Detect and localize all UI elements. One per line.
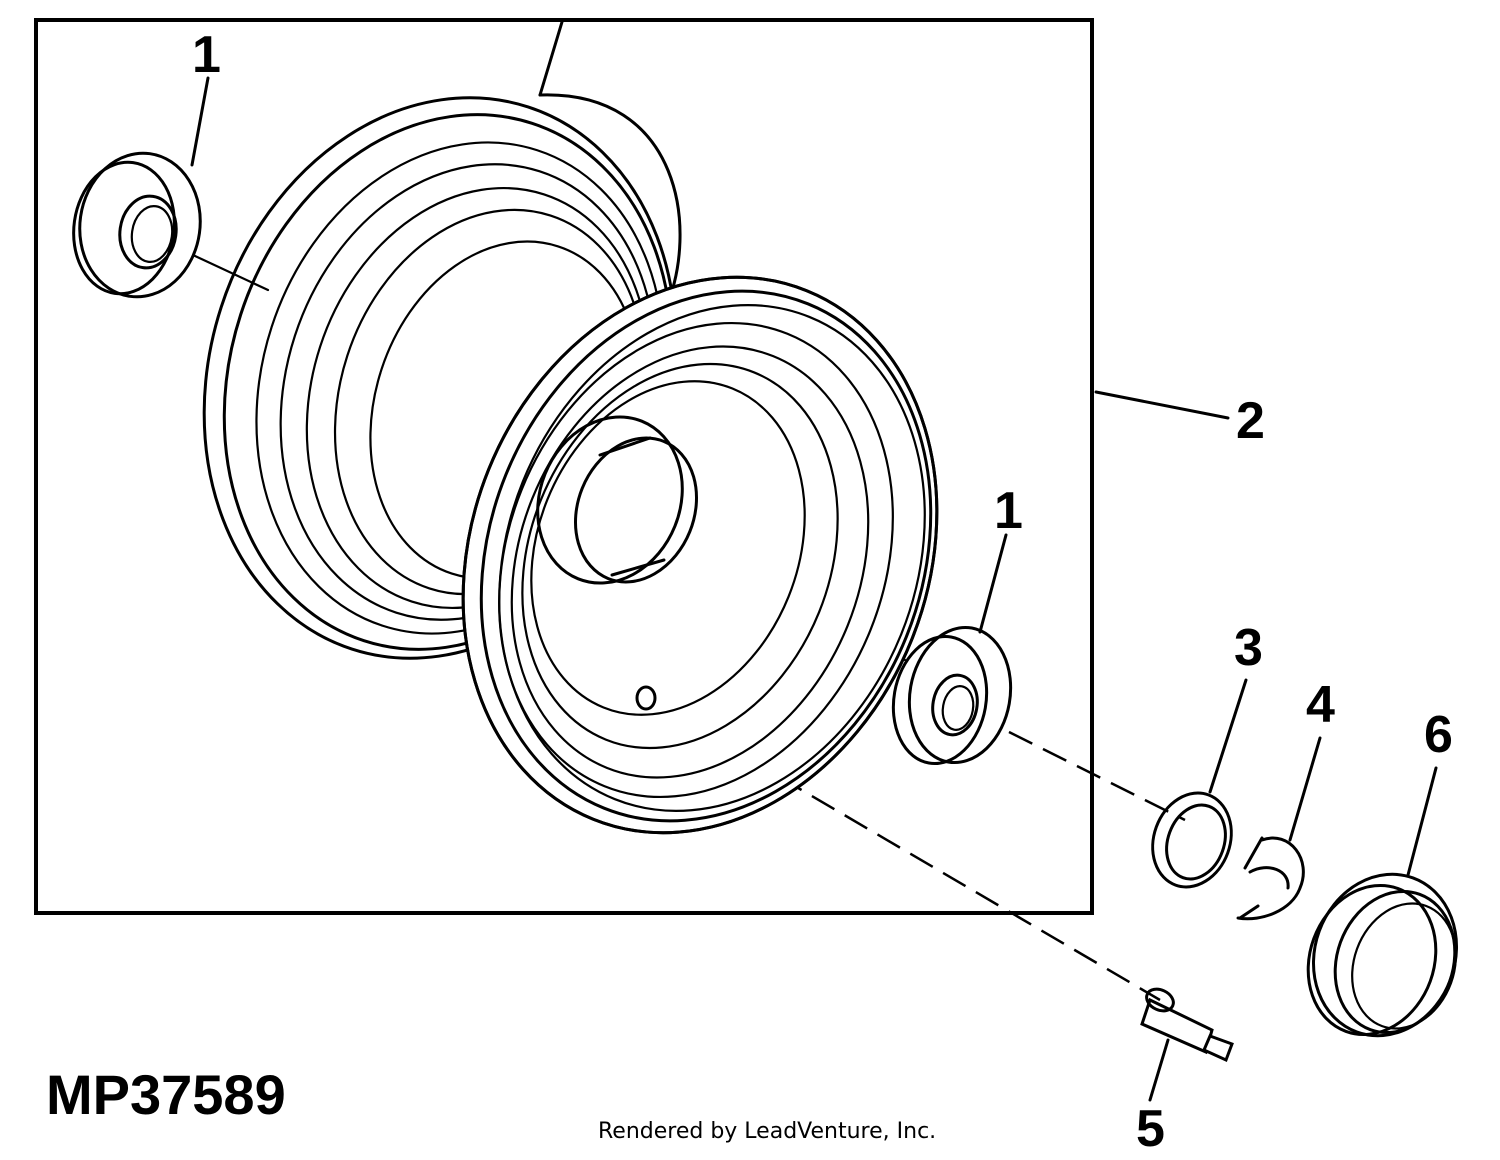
callout-washer-top: 1 [192,26,221,84]
valve-stem [1140,987,1234,1063]
spacer-washer-right [891,625,1013,766]
callout-flat-washer: 3 [1234,619,1263,677]
callout-valve: 5 [1136,1100,1165,1158]
leader-valve [1148,1038,1170,1102]
render-credit: Rendered by LeadVenture, Inc. [598,1119,936,1144]
wheel-rim [202,93,939,835]
leader-cap [1406,766,1438,877]
leader-flat-washer [1208,678,1248,794]
callout-washer-mid: 1 [994,482,1023,540]
leader-wheel-top [538,20,564,97]
axle-line-right [974,713,1186,822]
leader-wheel [1094,390,1230,420]
flat-washer [1151,791,1233,889]
leader-clip [1288,736,1322,842]
spacer-washer-left [72,151,202,299]
leader-washer-top [190,76,210,167]
assembly-box [34,18,1094,915]
callout-wheel: 2 [1236,392,1265,450]
callout-clip: 4 [1306,676,1335,734]
retaining-clip [1236,836,1305,921]
leader-washer-mid [978,533,1008,634]
hub-cap [1306,872,1459,1038]
callout-cap: 6 [1424,706,1453,764]
figure-id: MP37589 [46,1063,286,1126]
